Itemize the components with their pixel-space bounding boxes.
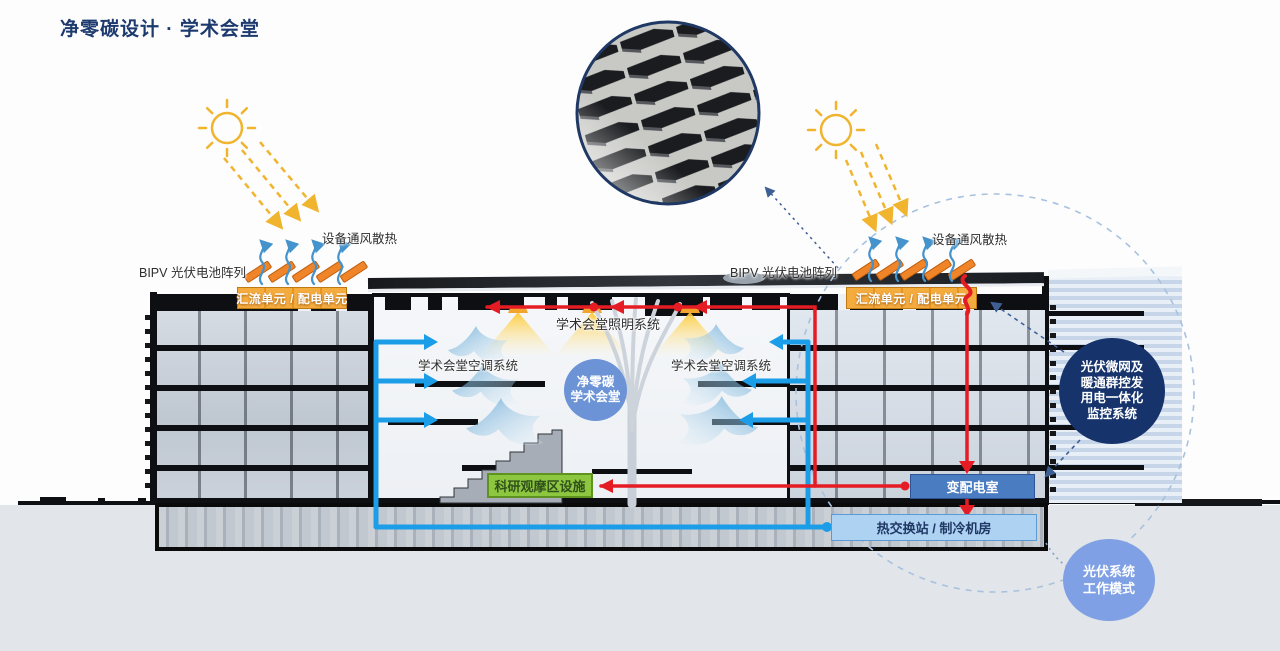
- bipv-label-right: BIPV 光伏电池阵列: [730, 266, 837, 280]
- floor-slab: [155, 465, 372, 471]
- pv-work-mode-line: 光伏系统: [1082, 564, 1135, 579]
- sunlight-arrows-left: [223, 141, 320, 230]
- roof-dome: [723, 272, 765, 284]
- floor-slab: [790, 345, 1045, 351]
- ceiling-block: [428, 297, 442, 310]
- pv-work-mode-line: 工作模式: [1082, 581, 1135, 596]
- ceiling-block: [385, 297, 411, 310]
- net-zero-hall-badge: 净零碳 学术会堂: [564, 359, 627, 421]
- sun-icon-left: [197, 98, 257, 158]
- vent-label-right: 设备通风散热: [932, 233, 1008, 247]
- sunlight-arrows-right: [844, 143, 909, 233]
- lighting-system-label: 学术会堂照明系统: [556, 317, 661, 332]
- heat-wave-arrows-left: [258, 239, 352, 286]
- floor-slab: [155, 425, 372, 431]
- research-zone-label: 科研观摩区设施: [494, 479, 586, 494]
- ceiling-block: [458, 297, 524, 310]
- pv-array-left: [244, 261, 368, 283]
- sun-icon-right: [806, 100, 866, 160]
- combiner-unit-left: 汇流单元 / 配电单元: [236, 287, 348, 309]
- floor-slab: [155, 385, 372, 391]
- site-mark: [138, 498, 146, 502]
- ceiling-block: [710, 297, 742, 310]
- heat-exchange-box: 热交换站 / 制冷机房: [831, 514, 1037, 541]
- site-mark: [40, 497, 66, 501]
- page-title: 净零碳设计 · 学术会堂: [60, 19, 260, 40]
- net-zero-line: 净零碳: [576, 375, 615, 389]
- floor-slab: [790, 465, 1045, 471]
- ceiling-block: [545, 297, 557, 310]
- floor-slab: [155, 345, 372, 351]
- monitoring-line: 用电一体化: [1080, 391, 1144, 405]
- balcony-slab: [388, 419, 478, 425]
- left-exterior-wall: [150, 292, 157, 505]
- combiner-unit-right: 汇流单元 / 配电单元: [846, 287, 977, 309]
- floor-slab: [1048, 311, 1144, 316]
- bipv-label-left: BIPV 光伏电池阵列: [139, 266, 246, 280]
- floor-slab: [1048, 465, 1144, 470]
- vent-label-left: 设备通风散热: [322, 232, 398, 246]
- balcony-slab: [462, 465, 546, 471]
- site-line-left: [18, 501, 158, 505]
- balcony-slab: [592, 469, 692, 474]
- net-zero-line: 学术会堂: [570, 390, 621, 404]
- transformer-room-box: 变配电室: [910, 474, 1035, 499]
- monitoring-line: 暖通群控发: [1080, 375, 1144, 390]
- site-mark: [1135, 499, 1262, 506]
- research-zone-box: 科研观摩区设施: [487, 473, 593, 498]
- monitoring-system-badge: 光伏微网及 暖通群控发 用电一体化 监控系统: [1059, 338, 1165, 444]
- ceiling-block: [752, 297, 780, 310]
- right-wing-facade: [790, 294, 1045, 504]
- hvac-label-left: 学术会堂空调系统: [418, 359, 519, 373]
- ceiling-block: [568, 297, 612, 310]
- transformer-room-label: 变配电室: [946, 480, 999, 495]
- combiner-label: 汇流单元 / 配电单元: [236, 291, 348, 306]
- site-mark: [98, 498, 105, 501]
- hall-left-wall: [368, 296, 374, 499]
- wall-ticks: [1050, 305, 1056, 500]
- floor-slab: [790, 425, 1045, 431]
- pv-closeup-photo: [575, 20, 839, 269]
- hall-ceiling-line: [372, 293, 790, 297]
- floor-slab: [790, 385, 1045, 391]
- heat-exchange-label: 热交换站 / 制冷机房: [876, 521, 992, 536]
- left-wing-facade: [155, 294, 372, 504]
- combiner-label: 汇流单元 / 配电单元: [855, 291, 968, 306]
- wall-ticks: [145, 315, 150, 495]
- balcony-slab: [415, 381, 545, 387]
- monitoring-line: 监控系统: [1086, 406, 1137, 421]
- pv-work-mode-badge: 光伏系统 工作模式: [1063, 539, 1155, 621]
- hvac-label-right: 学术会堂空调系统: [671, 359, 772, 373]
- monitoring-line: 光伏微网及: [1080, 360, 1144, 374]
